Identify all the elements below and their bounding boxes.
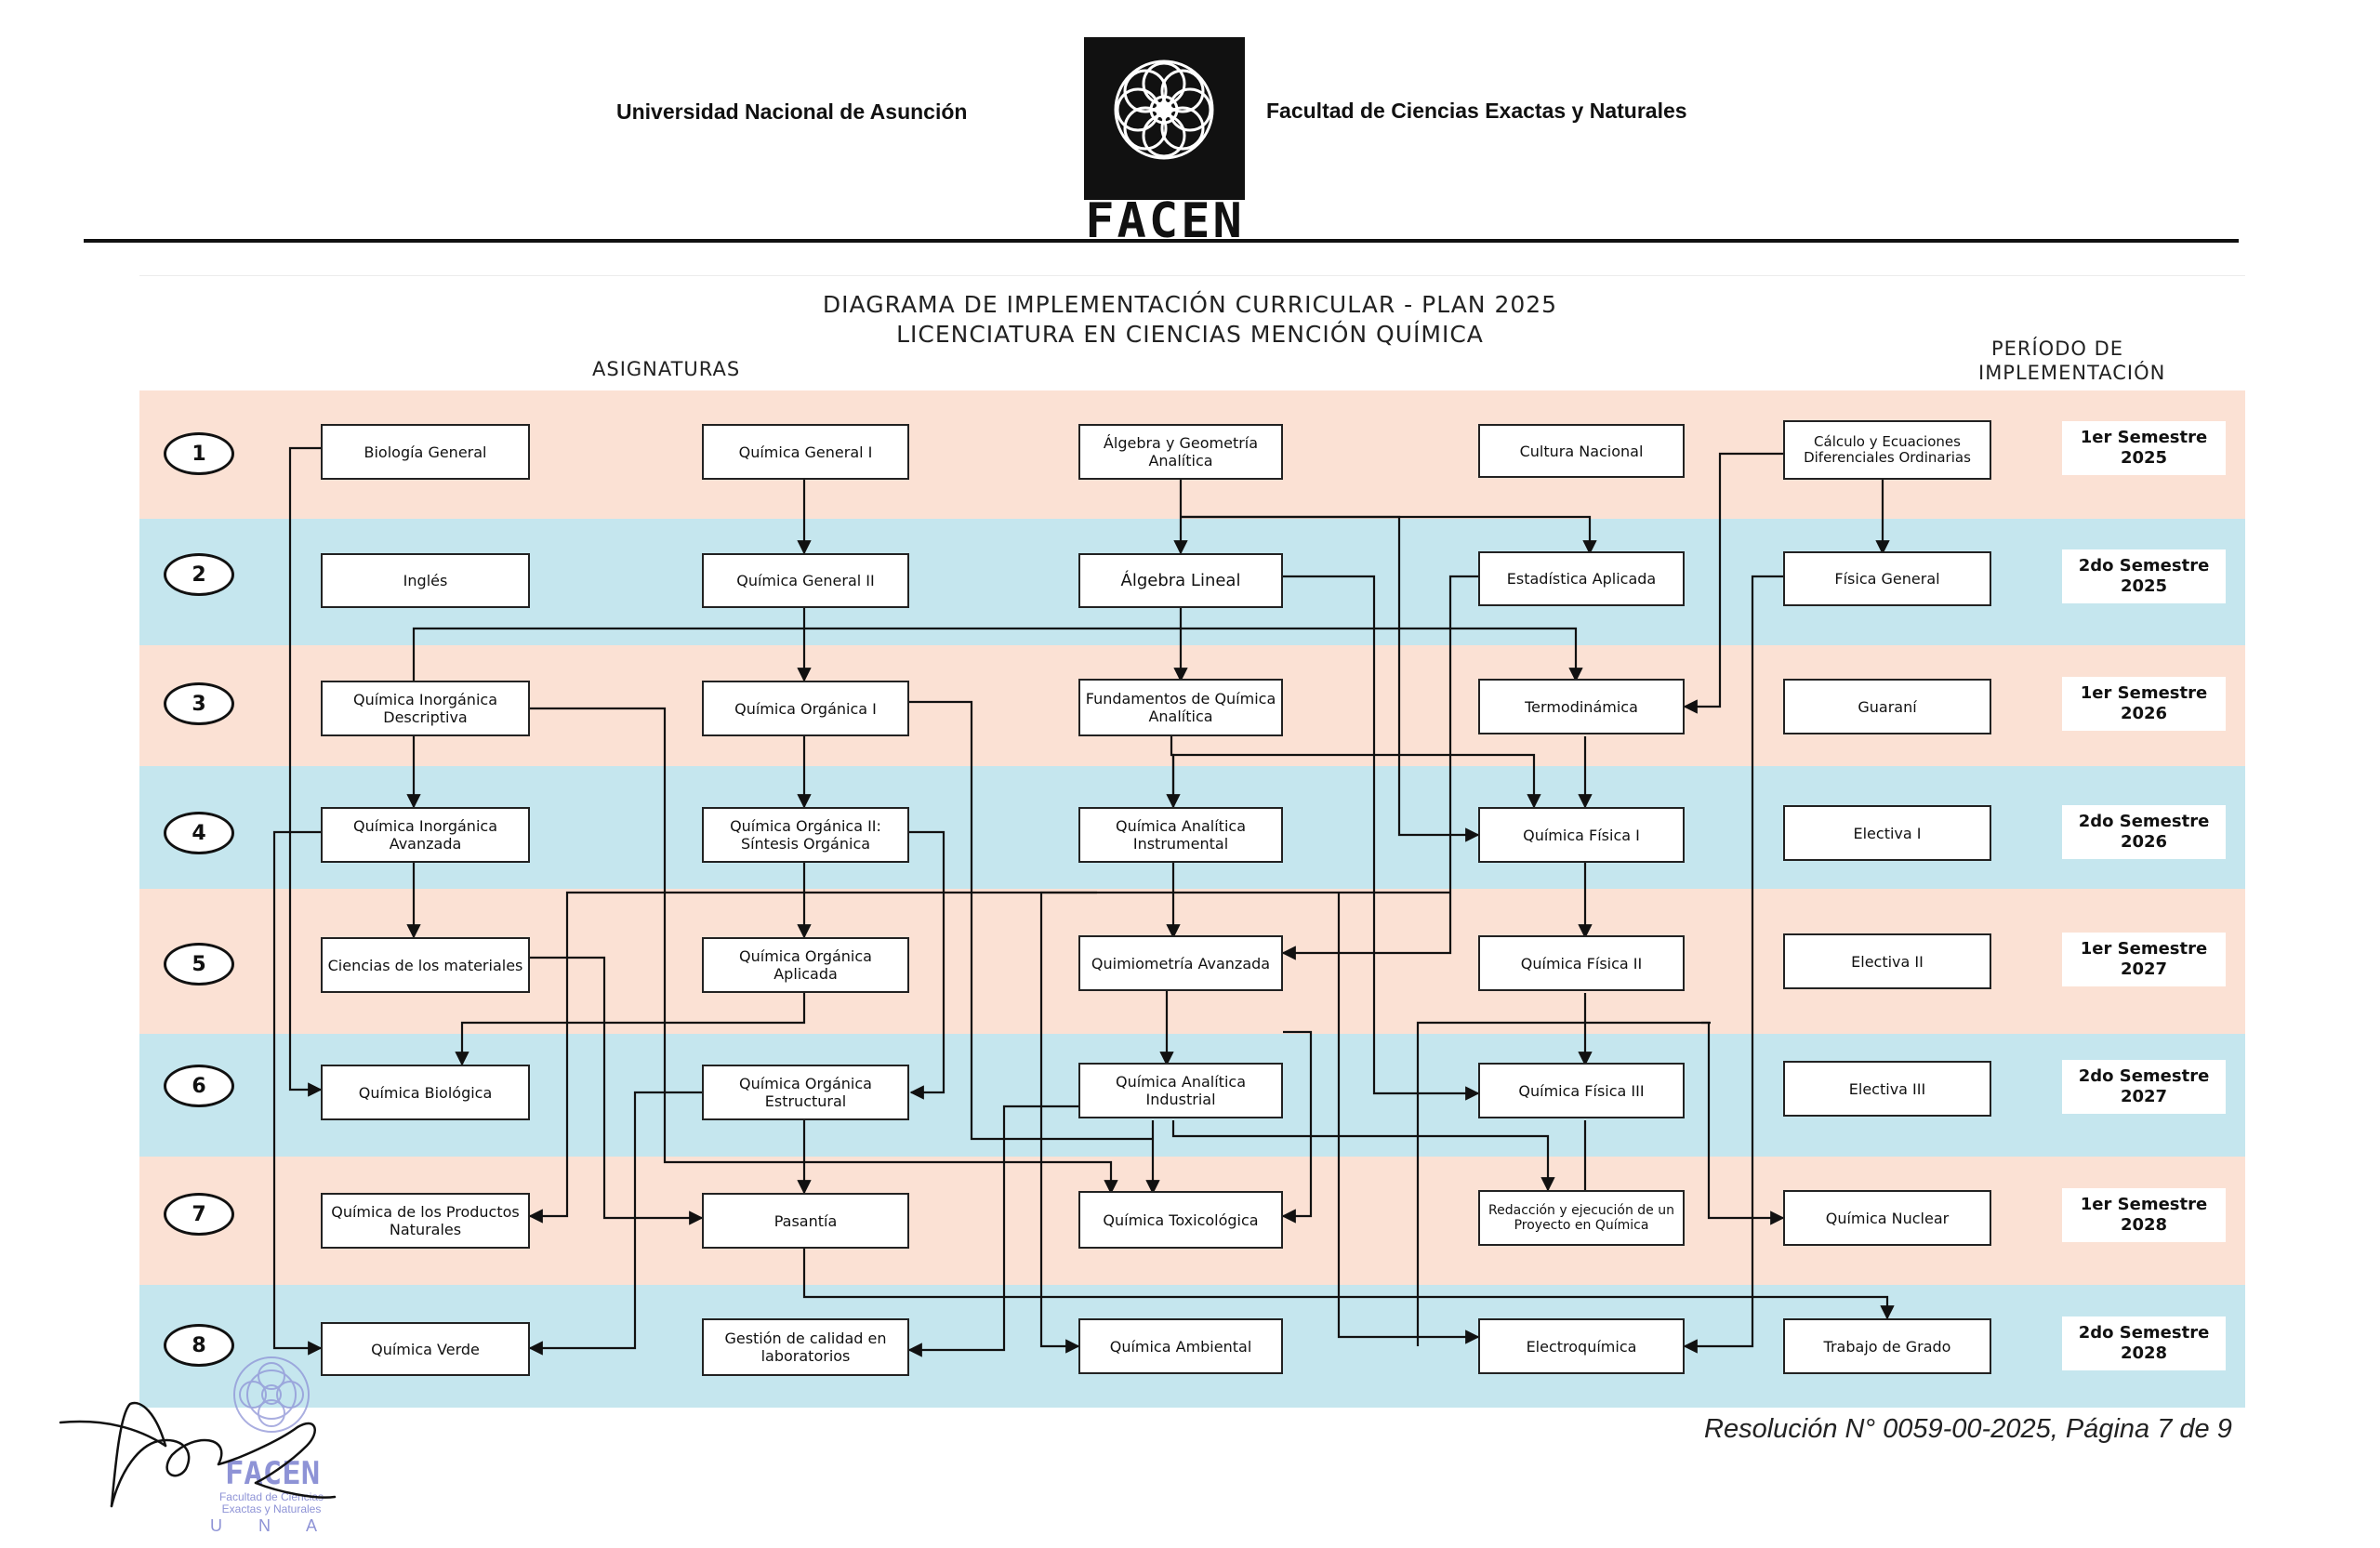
subject-box: Química Física I bbox=[1478, 807, 1685, 863]
subject-box: Física General bbox=[1783, 551, 1991, 606]
period-label: 1er Semestre 2027 bbox=[2062, 933, 2226, 986]
period-label: 1er Semestre 2025 bbox=[2062, 421, 2226, 475]
period-column-header: PERÍODO DE IMPLEMENTACIÓN bbox=[1978, 337, 2166, 384]
subject-box: Cálculo y Ecuaciones Diferenciales Ordin… bbox=[1783, 420, 1991, 480]
subject-box: Química Verde bbox=[321, 1322, 530, 1376]
subject-box: Química Orgánica I bbox=[702, 681, 909, 736]
subject-box: Química Biológica bbox=[321, 1065, 530, 1120]
subject-box: Química Nuclear bbox=[1783, 1190, 1991, 1246]
faculty-name: Facultad de Ciencias Exactas y Naturales bbox=[1266, 99, 1687, 123]
facen-logo bbox=[1084, 37, 1245, 200]
subject-box: Química Inorgánica Descriptiva bbox=[321, 681, 530, 736]
semester-number-8: 8 bbox=[164, 1324, 234, 1367]
subject-box: Química de los Productos Naturales bbox=[321, 1193, 530, 1249]
subject-box: Álgebra y Geometría Analítica bbox=[1078, 424, 1283, 480]
semester-number-1: 1 bbox=[164, 432, 234, 475]
diagram-title: DIAGRAMA DE IMPLEMENTACIÓN CURRICULAR - … bbox=[822, 291, 1558, 318]
subject-box: Química Analítica Industrial bbox=[1078, 1063, 1283, 1118]
stamp-una: U N A bbox=[209, 1516, 333, 1535]
logo-rosette-icon bbox=[1114, 60, 1214, 160]
subject-box: Quimiometría Avanzada bbox=[1078, 935, 1283, 991]
resolution-reference: Resolución N° 0059-00-2025, Página 7 de … bbox=[1704, 1414, 2232, 1444]
subject-box: Cultura Nacional bbox=[1478, 424, 1685, 478]
subject-box: Química Física III bbox=[1478, 1063, 1685, 1118]
subject-box: Gestión de calidad en laboratorios bbox=[702, 1318, 909, 1376]
subject-box: Fundamentos de Química Analítica bbox=[1078, 679, 1283, 736]
subject-box: Química Física II bbox=[1478, 935, 1685, 991]
subject-box: Álgebra Lineal bbox=[1078, 553, 1283, 608]
subject-box: Química Orgánica Estructural bbox=[702, 1065, 909, 1120]
university-name: Universidad Nacional de Asunción bbox=[616, 99, 968, 124]
subject-box: Química Orgánica II: Síntesis Orgánica bbox=[702, 807, 909, 863]
subject-box: Química Ambiental bbox=[1078, 1318, 1283, 1374]
subject-box: Electiva II bbox=[1783, 933, 1991, 989]
semester-number-4: 4 bbox=[164, 812, 234, 854]
header-divider bbox=[84, 239, 2239, 243]
thin-divider bbox=[139, 275, 2245, 276]
subject-box: Redacción y ejecución de un Proyecto en … bbox=[1478, 1190, 1685, 1246]
period-label: 2do Semestre 2026 bbox=[2062, 805, 2226, 859]
semester-number-5: 5 bbox=[164, 943, 234, 986]
subject-box: Pasantía bbox=[702, 1193, 909, 1249]
subject-box: Química General I bbox=[702, 424, 909, 480]
subject-box: Química Analítica Instrumental bbox=[1078, 807, 1283, 863]
period-label: 2do Semestre 2025 bbox=[2062, 549, 2226, 603]
semester-number-2: 2 bbox=[164, 553, 234, 596]
subject-box: Electiva III bbox=[1783, 1061, 1991, 1117]
period-label: 2do Semestre 2027 bbox=[2062, 1060, 2226, 1114]
subject-box: Electroquímica bbox=[1478, 1318, 1685, 1374]
subject-box: Química Orgánica Aplicada bbox=[702, 937, 909, 993]
subject-box: Biología General bbox=[321, 424, 530, 480]
subject-box: Inglés bbox=[321, 553, 530, 608]
subject-box: Química Inorgánica Avanzada bbox=[321, 807, 530, 863]
subject-box: Guaraní bbox=[1783, 679, 1991, 734]
subject-box: Química Toxicológica bbox=[1078, 1191, 1283, 1249]
subject-box: Química General II bbox=[702, 553, 909, 608]
subject-box: Ciencias de los materiales bbox=[321, 937, 530, 993]
faculty-stamp-icon bbox=[233, 1356, 310, 1433]
subject-box: Trabajo de Grado bbox=[1783, 1318, 1991, 1374]
subject-box: Electiva I bbox=[1783, 805, 1991, 861]
subject-box: Estadística Aplicada bbox=[1478, 551, 1685, 606]
semester-number-7: 7 bbox=[164, 1193, 234, 1236]
semester-number-6: 6 bbox=[164, 1065, 234, 1107]
handwritten-signature-icon bbox=[59, 1401, 337, 1508]
period-label: 1er Semestre 2028 bbox=[2062, 1188, 2226, 1242]
subject-box: Termodinámica bbox=[1478, 679, 1685, 734]
period-label: 1er Semestre 2026 bbox=[2062, 677, 2226, 731]
diagram-subtitle: LICENCIATURA EN CIENCIAS MENCIÓN QUÍMICA bbox=[896, 321, 1484, 348]
semester-number-3: 3 bbox=[164, 682, 234, 725]
subjects-column-header: ASIGNATURAS bbox=[592, 358, 741, 380]
period-label: 2do Semestre 2028 bbox=[2062, 1316, 2226, 1370]
